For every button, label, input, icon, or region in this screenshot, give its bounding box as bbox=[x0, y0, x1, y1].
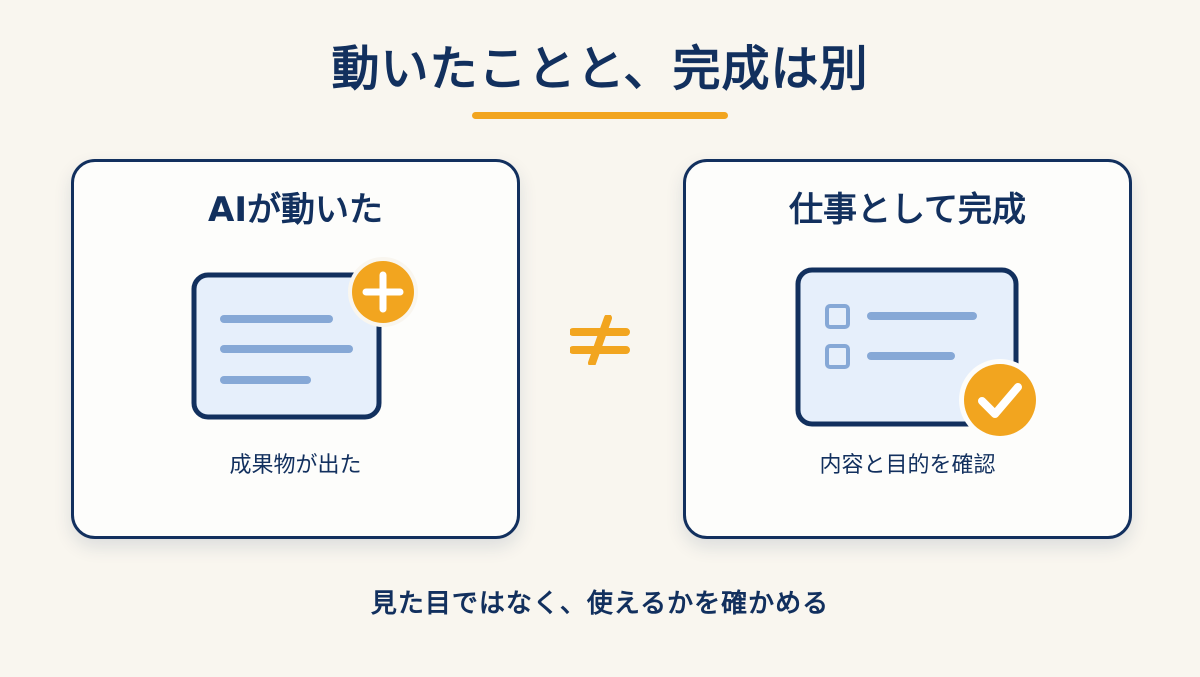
page-title: 動いたことと、完成は別 bbox=[331, 41, 869, 97]
card-ai-moved: AIが動いた 成果物が出た bbox=[71, 159, 520, 539]
checklist-illustration bbox=[795, 267, 1041, 441]
title-underline bbox=[472, 112, 728, 119]
checkbox-icon bbox=[825, 344, 850, 369]
card-work-complete: 仕事として完成 内容と目的を確認 bbox=[683, 159, 1132, 539]
document-output-illustration bbox=[191, 257, 418, 420]
checkbox-icon bbox=[825, 304, 850, 329]
card-caption-confirm: 内容と目的を確認 bbox=[819, 453, 996, 478]
check-icon bbox=[959, 359, 1041, 441]
checklist-panel bbox=[795, 267, 1019, 427]
card-title-work-complete: 仕事として完成 bbox=[789, 190, 1026, 230]
bottom-note: 見た目ではなく、使えるかを確かめる bbox=[370, 589, 830, 619]
card-caption-output: 成果物が出た bbox=[229, 453, 362, 478]
plus-icon bbox=[348, 257, 418, 327]
not-equal-icon bbox=[570, 315, 630, 365]
card-title-ai-moved: AIが動いた bbox=[208, 190, 383, 230]
